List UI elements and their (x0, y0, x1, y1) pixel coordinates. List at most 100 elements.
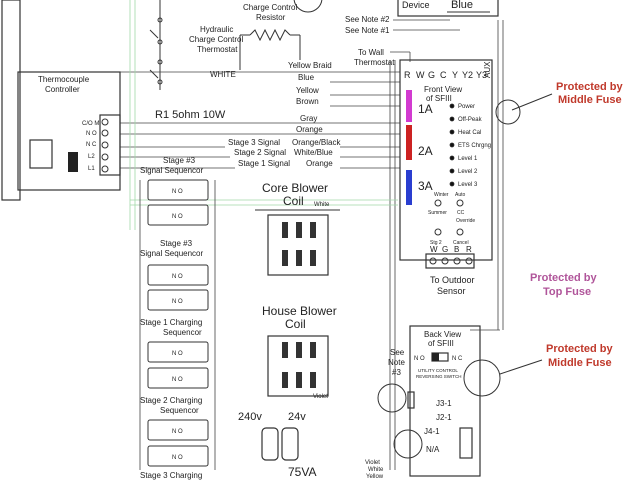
j3-label: J3-1 (436, 399, 452, 408)
j2-connector (459, 427, 473, 459)
terminal-R: R (404, 70, 411, 80)
blue-wire-label: Blue (298, 73, 315, 82)
seq4-label-a: Stage 2 Charging (140, 396, 202, 405)
seq4-label-b: Sequencor (160, 406, 199, 415)
mode-switch[interactable] (434, 199, 442, 207)
svg-text:R: R (466, 245, 472, 254)
j4-ring (393, 429, 423, 459)
yellow-braid-label: Yellow Braid (288, 61, 332, 70)
sfiii-back-view: Back View of SFIII N O N C UTILITY CONTR… (377, 325, 481, 477)
prot-top-fuse-a: Protected by (530, 272, 598, 284)
terminal-C: C (440, 70, 447, 80)
seq1-label-a: Stage #3 (163, 156, 196, 165)
seq2-label-b: Signal Sequencor (140, 249, 203, 258)
to-outdoor-1: To Outdoor (430, 275, 475, 285)
v240-label: 240v (238, 411, 262, 423)
svg-text:Power: Power (458, 104, 475, 110)
svg-text:N O: N O (414, 356, 425, 362)
svg-text:G: G (442, 245, 448, 254)
j4-label: J4-1 (424, 427, 440, 436)
term-l2: L2 (88, 154, 95, 160)
prot-middle-fuse-1b: Middle Fuse (558, 94, 622, 106)
hydraulic-label-1: Hydraulic (200, 25, 233, 34)
prot-middle-fuse-1a: Protected by (556, 81, 624, 93)
level-1a: 1A (418, 102, 433, 116)
terminal-Y2: Y2 (462, 70, 473, 80)
terminal-G: G (428, 70, 435, 80)
thermostat-contacts (149, 0, 163, 90)
middle-fuse-ring-2 (463, 359, 501, 397)
svg-text:N O: N O (172, 189, 183, 195)
term-no1: N O (86, 131, 97, 137)
cc-switch[interactable] (456, 199, 464, 207)
led-level-1 (449, 155, 455, 161)
blue-label: Blue (451, 0, 473, 11)
bar-magenta (406, 90, 412, 122)
va75-label: 75VA (288, 465, 316, 479)
terminal-Y3: Y3 (476, 70, 487, 80)
see-note-3b: Note (388, 358, 405, 367)
led-heat-cal (449, 129, 455, 135)
house-blower-label-1: House Blower (262, 304, 337, 318)
led-power (449, 103, 455, 109)
term-com: C/O M (82, 121, 99, 127)
prot-top-fuse-b: Top Fuse (543, 286, 591, 298)
r1-label: R1 5ohm 10W (155, 109, 226, 121)
svg-text:CC: CC (457, 210, 465, 216)
gray-wire-label: Gray (300, 114, 317, 123)
svg-text:UTILITY CONTROL: UTILITY CONTROL (418, 368, 458, 373)
to-outdoor-2: Sensor (437, 286, 466, 296)
svg-text:ETS Chrgng: ETS Chrgng (458, 143, 491, 149)
thermocouple-controller: Thermocouple Controller C/O M N O N C L2… (1, 0, 121, 201)
protection-annotations: Protected by Middle Fuse Protected by To… (463, 81, 624, 397)
led-level-2 (449, 168, 455, 174)
svg-text:N O: N O (172, 274, 183, 280)
terminal-W: W (416, 70, 425, 80)
svg-text:W: W (430, 245, 438, 254)
brown-wire-label: Brown (296, 97, 319, 106)
top-fuse-ring (293, 0, 323, 13)
core-blower-label-2: Coil (283, 194, 304, 208)
led-off-peak (449, 116, 455, 122)
stg2-button[interactable] (434, 228, 442, 236)
orange-wire-label: Orange (296, 125, 323, 134)
svg-text:Level 1: Level 1 (458, 156, 478, 162)
see-note-3a: See (390, 348, 405, 357)
svg-text:White: White (314, 202, 330, 208)
svg-text:Auto: Auto (455, 192, 466, 198)
aux-label: AUX (483, 61, 492, 78)
stage1-signal-label: Stage 1 Signal (238, 159, 290, 168)
charge-control-resistor-label-2: Resistor (256, 13, 286, 22)
prot-middle-fuse-2a: Protected by (546, 343, 614, 355)
to-wall-label: To Wall (358, 48, 384, 57)
cancel-button[interactable] (456, 228, 464, 236)
white-blue-label: White/Blue (294, 148, 333, 157)
bar-red (406, 125, 412, 160)
svg-text:N O: N O (172, 351, 183, 357)
v24-label: 24v (288, 411, 306, 423)
back-view-2: of SFIII (428, 339, 454, 348)
white-bottom: White (368, 467, 384, 473)
front-view-label-1: Front View (424, 85, 462, 94)
hydraulic-label-2: Charge Control (189, 35, 243, 44)
svg-text:Summer: Summer (428, 210, 447, 216)
j2-label: J2-1 (436, 413, 452, 422)
term-nc: N C (86, 142, 97, 148)
stage3-signal-label: Stage 3 Signal (228, 138, 280, 147)
yellow-wire-label: Yellow (296, 86, 319, 95)
thermostat-label: Thermostat (354, 58, 395, 67)
led-ets-chrgng (449, 142, 455, 148)
device-label: Device (402, 0, 430, 10)
svg-text:B: B (454, 245, 459, 254)
violet-bottom: Violet (365, 460, 380, 466)
seq5-label: Stage 3 Charging (140, 471, 202, 480)
middle-fuse-ring-1 (495, 99, 521, 125)
core-blower-coil: Core Blower Coil White (255, 181, 340, 276)
term-l1: L1 (88, 166, 95, 172)
hydraulic-label-3: Thermostat (197, 45, 238, 54)
see-note-3c: #3 (392, 368, 401, 377)
seq1-label-b: Signal Sequencor (140, 166, 203, 175)
core-blower-label-1: Core Blower (262, 181, 328, 195)
orange-black-label: Orange/Black (292, 138, 341, 147)
